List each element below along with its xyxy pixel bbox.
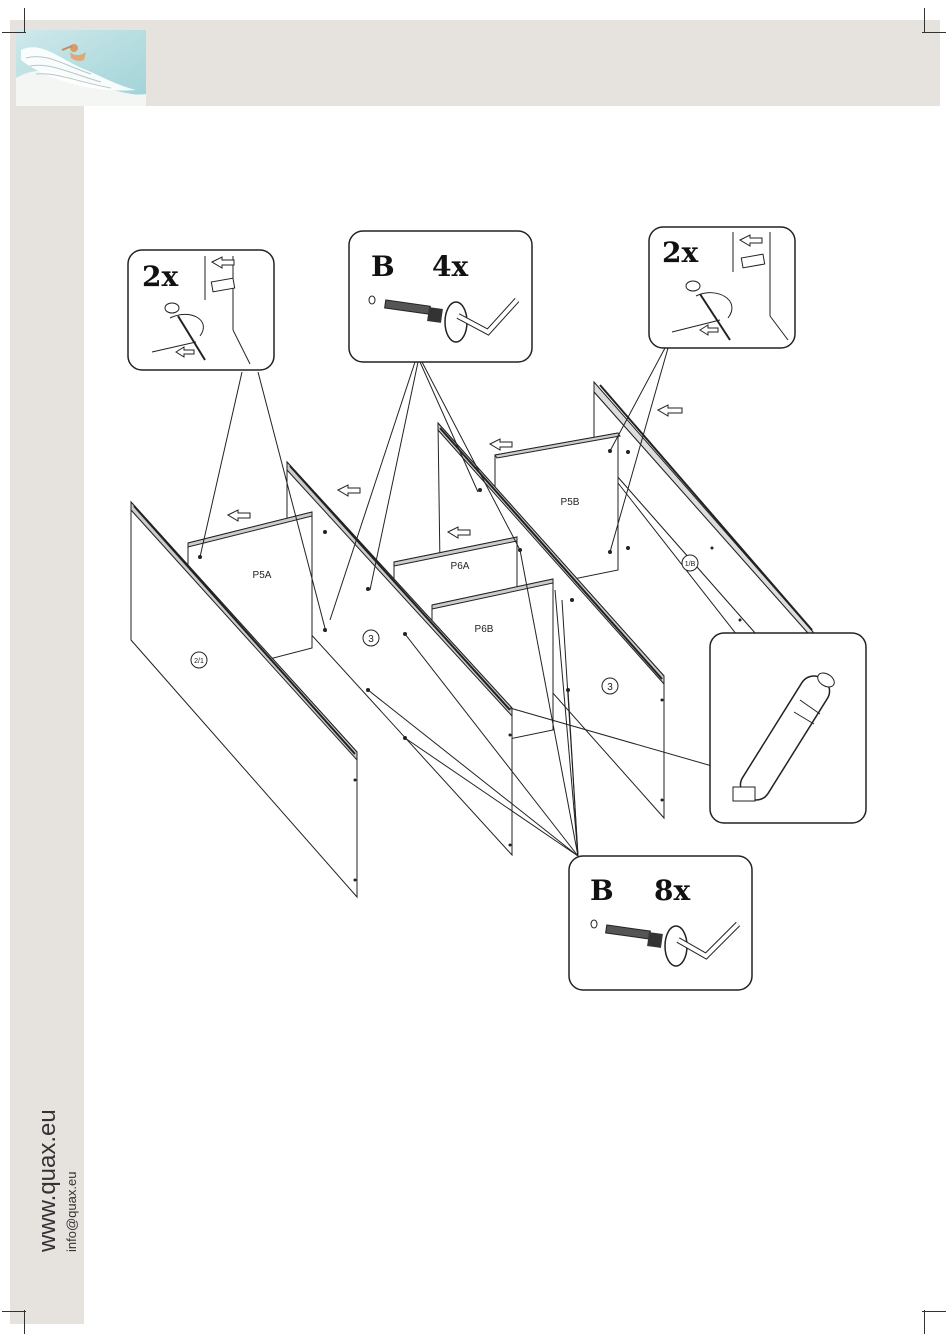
callout-bottom: B 8x xyxy=(569,856,752,990)
label-left-divider: 3 xyxy=(363,630,379,646)
left-divider-number: 3 xyxy=(368,634,374,645)
callout-top-left: 2x xyxy=(128,250,274,370)
label-right-board: 1/B xyxy=(682,555,698,571)
label-p5b: P5B xyxy=(561,497,580,508)
label-p5a: P5A xyxy=(253,570,272,581)
label-right-divider: 3 xyxy=(602,678,618,694)
callout-bottom-qty: 8x xyxy=(654,874,690,907)
callout-bottom-part: B xyxy=(590,874,614,907)
callout-top-right-qty: 2x xyxy=(662,236,698,269)
callout-top-right: 2x xyxy=(649,227,795,348)
label-left-board: 2/1 xyxy=(191,652,207,668)
callout-top-center-qty: 4x xyxy=(432,250,468,283)
left-board-number: 2/1 xyxy=(194,658,204,665)
right-board-number: 1/B xyxy=(685,561,696,568)
callout-top-center: B 4x xyxy=(349,231,532,362)
label-p6b: P6B xyxy=(475,624,494,635)
callout-dowel-detail xyxy=(710,633,866,823)
callout-top-left-qty: 2x xyxy=(142,260,178,293)
right-divider-number: 3 xyxy=(607,682,613,693)
callout-top-center-part: B xyxy=(371,250,395,283)
label-p6a: P6A xyxy=(451,561,470,572)
